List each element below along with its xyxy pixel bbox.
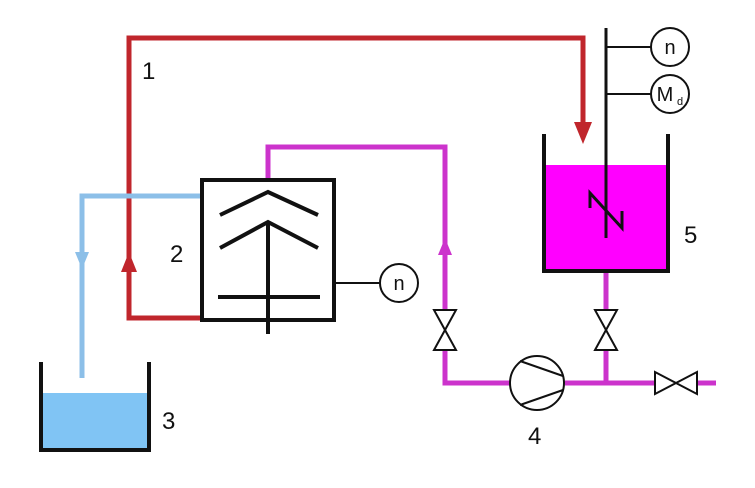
- agitator: [588, 28, 651, 238]
- magenta-flow-arrow-up: [438, 238, 452, 255]
- label-5: 5: [684, 222, 697, 249]
- separator-speed-symbol: n: [393, 273, 404, 295]
- red-flow-arrow-up: [121, 252, 137, 272]
- blue-flow-arrow-down: [75, 252, 89, 269]
- valve-pump-suction: [432, 309, 458, 351]
- agitator-speed-symbol: n: [664, 37, 675, 59]
- valve-tank-outlet: [593, 309, 619, 351]
- pump: [509, 355, 565, 411]
- separator-speed-indicator: n: [379, 263, 419, 303]
- vessel-3-liquid: [41, 393, 149, 450]
- separator-unit: [200, 178, 380, 334]
- red-recycle-line: [121, 35, 592, 321]
- label-3: 3: [162, 408, 175, 435]
- magenta-process-line: [265, 144, 716, 386]
- torque-symbol: M: [657, 84, 674, 106]
- torque-indicator: M d: [650, 74, 690, 114]
- label-1: 1: [142, 58, 155, 85]
- vessel-3: [39, 362, 151, 452]
- torque-subscript: d: [677, 96, 683, 108]
- red-flow-arrow-down: [574, 122, 592, 144]
- tank-5: [542, 134, 670, 273]
- agitator-speed-indicator: n: [650, 27, 690, 67]
- label-4: 4: [528, 423, 541, 450]
- label-2: 2: [170, 241, 183, 268]
- blue-outlet-line: [75, 193, 202, 378]
- valve-drain: [654, 370, 698, 396]
